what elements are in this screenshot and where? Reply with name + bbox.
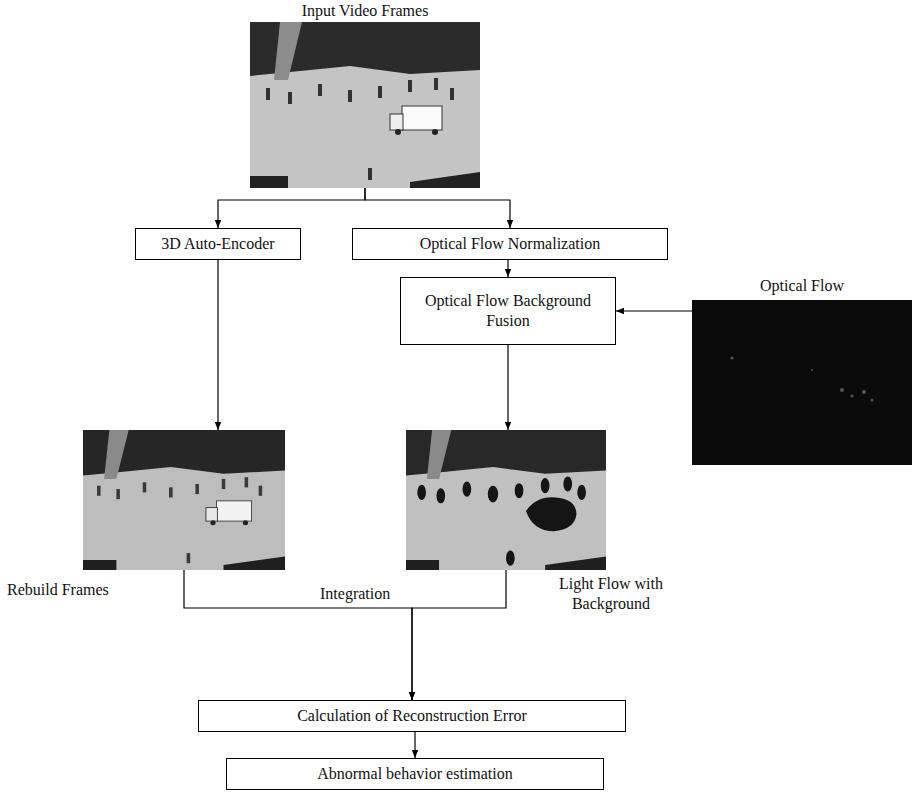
box-label: Optical Flow Background Fusion: [409, 291, 607, 331]
input-frames-image: Input Video Frames: [250, 22, 480, 188]
flow-arrow: [412, 570, 506, 700]
light-flow-image: Light Flow with Background: [406, 430, 606, 570]
flow-arrow: [616, 310, 692, 311]
process-box: 3D Auto-Encoder: [135, 228, 301, 260]
image-caption: Input Video Frames: [210, 1, 520, 21]
process-box: Abnormal behavior estimation: [226, 758, 604, 790]
box-label: 3D Auto-Encoder: [161, 234, 274, 254]
flow-arrow: [507, 260, 508, 277]
box-label: Calculation of Reconstruction Error: [297, 706, 527, 726]
optical-flow-image: Optical Flow: [692, 300, 912, 465]
box-label: Optical Flow Normalization: [420, 234, 600, 254]
input-frame-image: [250, 22, 480, 188]
rebuild-frame-image: [83, 430, 285, 570]
optical-flow-image: [692, 300, 912, 465]
image-caption: Rebuild Frames: [7, 580, 147, 600]
flow-arrow: [507, 345, 508, 430]
image-caption: Light Flow with Background: [546, 574, 676, 614]
flow-arrow: [365, 188, 510, 228]
box-label: Abnormal behavior estimation: [317, 764, 513, 784]
process-box: Calculation of Reconstruction Error: [198, 700, 626, 732]
flow-arrow: [184, 570, 412, 700]
flow-arrow: [218, 188, 365, 228]
flow-arrow: [414, 732, 415, 758]
flow-arrow: [217, 260, 218, 430]
image-caption: Optical Flow: [692, 276, 912, 296]
process-box: Optical Flow Normalization: [352, 228, 668, 260]
process-box: Optical Flow Background Fusion: [400, 277, 616, 345]
light-flow-image: [406, 430, 606, 570]
rebuild-frames-image: Rebuild Frames: [83, 430, 285, 570]
merge-label: Integration: [318, 584, 392, 604]
